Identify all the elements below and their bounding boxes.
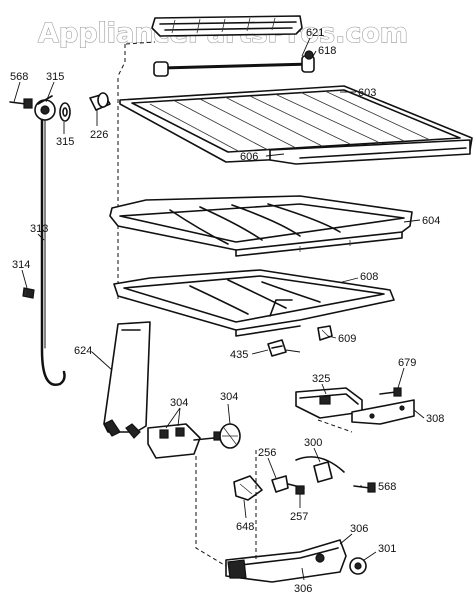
air-duct-624 (103, 321, 151, 439)
callout-301: 301 (378, 543, 396, 555)
callout-609: 609 (338, 333, 356, 345)
callout-226: 226 (90, 129, 108, 141)
callout-313: 313 (30, 223, 48, 235)
light-switch-648 (233, 475, 263, 501)
shelf-trim-606 (269, 139, 471, 165)
callout-314: 314 (12, 259, 30, 271)
callout-603: 603 (358, 87, 376, 99)
control-knob-315 (34, 95, 56, 121)
thermostat-knob-304 (213, 423, 241, 449)
callout-648: 648 (236, 521, 254, 533)
guide-dash-top (117, 44, 126, 77)
callout-618: 618 (318, 45, 336, 57)
control-rod-313 (40, 118, 66, 387)
lamp-socket-300 (295, 456, 345, 483)
screw-568-left (9, 98, 33, 109)
light-bulb-301 (349, 557, 367, 575)
callout-679: 679 (398, 357, 416, 369)
screw-679 (379, 387, 402, 397)
base-bracket-306 (225, 539, 347, 583)
callout-300: 300 (304, 437, 322, 449)
callout-435: 435 (230, 349, 248, 361)
callout-621: 621 (306, 27, 324, 39)
callout-315-knob: 315 (46, 71, 64, 83)
callout-568-left: 568 (10, 71, 28, 83)
bushing-226 (89, 92, 111, 111)
callout-325: 325 (312, 373, 330, 385)
callout-257: 257 (290, 511, 308, 523)
guide-dash-325 (317, 419, 353, 433)
clip-314 (22, 287, 35, 299)
callout-306-bottom: 306 (294, 583, 312, 595)
callout-624: 624 (74, 345, 92, 357)
guide-dash-top2 (125, 41, 156, 45)
screw-568-right (353, 482, 376, 493)
washer-315 (59, 102, 71, 122)
part-435 (267, 339, 287, 357)
leader-lines (13, 37, 425, 581)
guide-dash-base2 (195, 456, 227, 567)
callout-568-right: 568 (378, 481, 396, 493)
cover-plate-308 (351, 399, 415, 425)
thermostat-304 (147, 423, 215, 459)
callout-labels: 568 315 315 226 313 314 621 618 603 606 … (10, 27, 444, 595)
damper-part-609 (317, 325, 333, 341)
callout-606: 606 (240, 151, 258, 163)
connector-257 (295, 485, 305, 495)
callout-256: 256 (258, 447, 276, 459)
callout-308: 308 (426, 413, 444, 425)
callout-608: 608 (360, 271, 378, 283)
callout-304-thermostat: 304 (170, 397, 188, 409)
callout-315-washer: 315 (56, 136, 74, 148)
callout-304-knob: 304 (220, 391, 238, 403)
callout-604: 604 (422, 215, 440, 227)
drain-tray-608 (113, 269, 395, 337)
glass-shelf-603 (119, 85, 473, 163)
crisper-cover-604 (109, 195, 413, 257)
top-bracket (151, 15, 303, 37)
callout-306-top: 306 (350, 523, 368, 535)
shelf-rod-assembly (153, 50, 315, 77)
